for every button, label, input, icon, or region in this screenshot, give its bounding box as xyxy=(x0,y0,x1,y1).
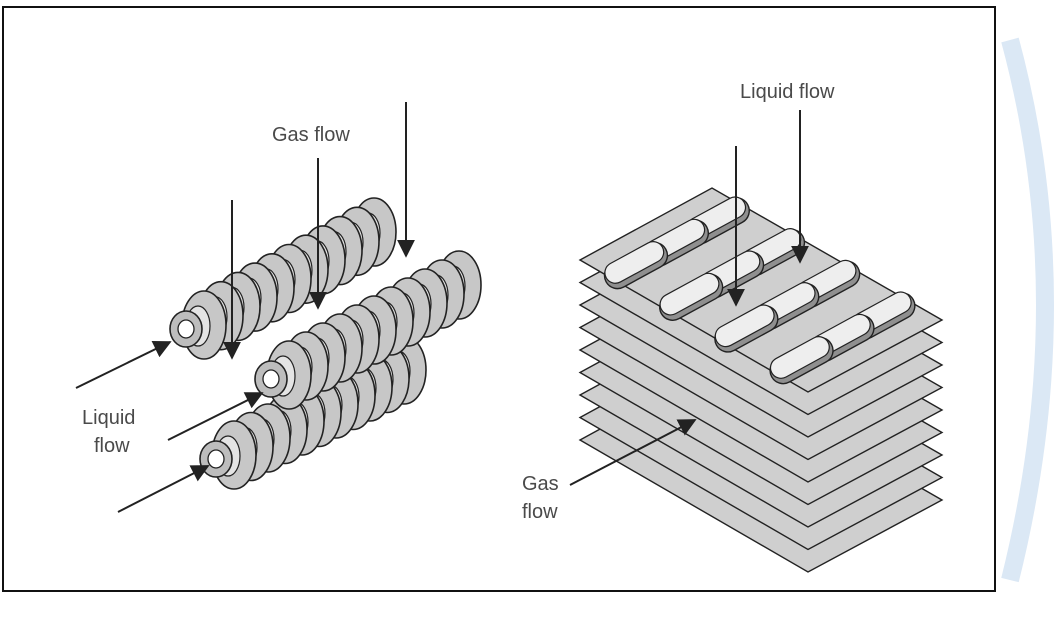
liquid-flow-arrow xyxy=(117,465,210,513)
gas-flow-label-left: Gas flow xyxy=(272,124,350,146)
figure-frame xyxy=(2,6,996,592)
liquid-flow-label-right: Liquid flow xyxy=(740,81,835,103)
finned-tube-bottom xyxy=(199,335,427,490)
finned-tube-figure xyxy=(169,197,482,490)
flow-arrows xyxy=(75,102,809,513)
slots xyxy=(603,196,916,385)
tube-bore xyxy=(262,369,280,389)
tube-bore xyxy=(177,319,195,339)
slot-top xyxy=(714,304,775,348)
liquid-flow-label-left-line2: flow xyxy=(94,435,130,457)
slot xyxy=(659,272,724,321)
slot-top xyxy=(769,336,830,379)
tube-bore xyxy=(207,449,225,469)
gas-flow-arrow xyxy=(569,419,697,486)
slot xyxy=(603,241,669,290)
slot xyxy=(769,336,834,385)
slot xyxy=(714,304,779,353)
liquid-flow-arrow xyxy=(167,392,264,441)
slot-top xyxy=(659,272,720,316)
liquid-flow-label-left-line1: Liquid xyxy=(82,407,136,429)
plate-fin-figure xyxy=(578,187,944,573)
gas-flow-label-right-line1: Gas xyxy=(522,473,559,495)
finned-tube-back xyxy=(169,197,397,360)
finned-tube-front xyxy=(254,250,482,410)
watermark-arc xyxy=(1001,37,1054,583)
liquid-flow-arrow xyxy=(75,341,172,389)
slot-top xyxy=(604,241,665,284)
gas-flow-label-right-line2: flow xyxy=(522,501,558,523)
